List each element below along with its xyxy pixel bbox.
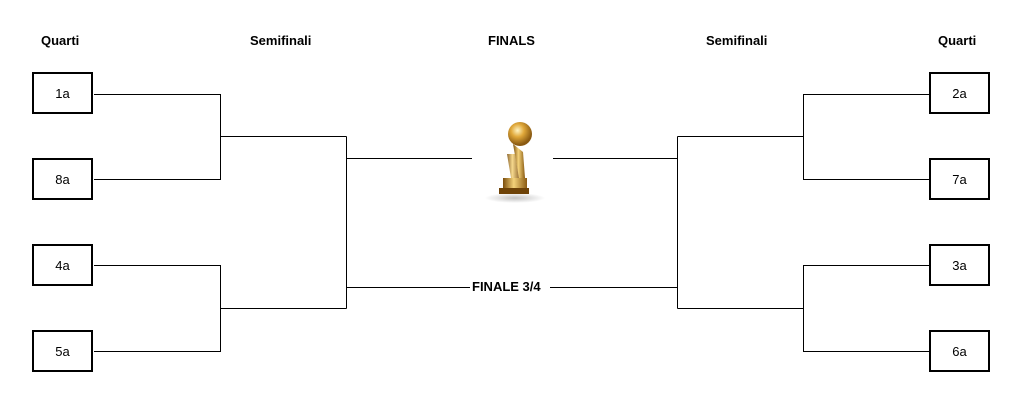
finals-header: FINALS — [488, 33, 535, 48]
seed-box-right-1: 2a — [929, 72, 990, 114]
seed-box-right-4: 6a — [929, 330, 990, 372]
seed-box-left-3: 4a — [32, 244, 93, 286]
left-semis-header: Semifinali — [250, 33, 312, 48]
right-connector-q1 — [803, 94, 929, 180]
seed-box-left-4: 5a — [32, 330, 93, 372]
left-connector-q2 — [94, 265, 221, 352]
left-quarters-header: Quarti — [41, 33, 80, 48]
trophy-icon — [485, 122, 545, 203]
seed-box-right-3: 3a — [929, 244, 990, 286]
right-semis-header: Semifinali — [706, 33, 768, 48]
left-connector-q1 — [94, 94, 221, 180]
third-place-label: FINALE 3/4 — [470, 279, 543, 294]
right-quarters-header: Quarti — [938, 33, 977, 48]
seed-box-left-2: 8a — [32, 158, 93, 200]
right-connector-q2 — [803, 265, 929, 352]
seed-box-left-1: 1a — [32, 72, 93, 114]
seed-box-right-2: 7a — [929, 158, 990, 200]
